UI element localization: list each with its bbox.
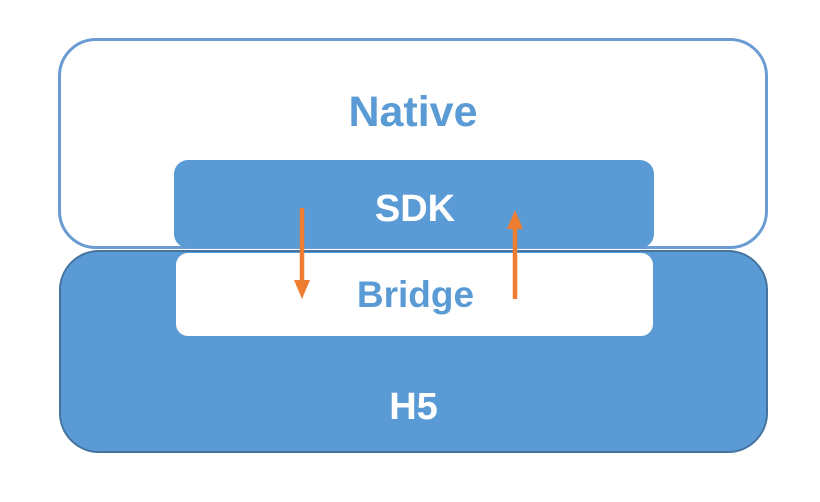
sdk-layer: SDK: [174, 160, 654, 248]
h5-label: H5: [389, 386, 438, 428]
native-label: Native: [348, 88, 478, 136]
bridge-layer: Bridge: [176, 253, 653, 336]
bridge-label: Bridge: [356, 274, 475, 315]
sdk-label: SDK: [374, 188, 456, 230]
